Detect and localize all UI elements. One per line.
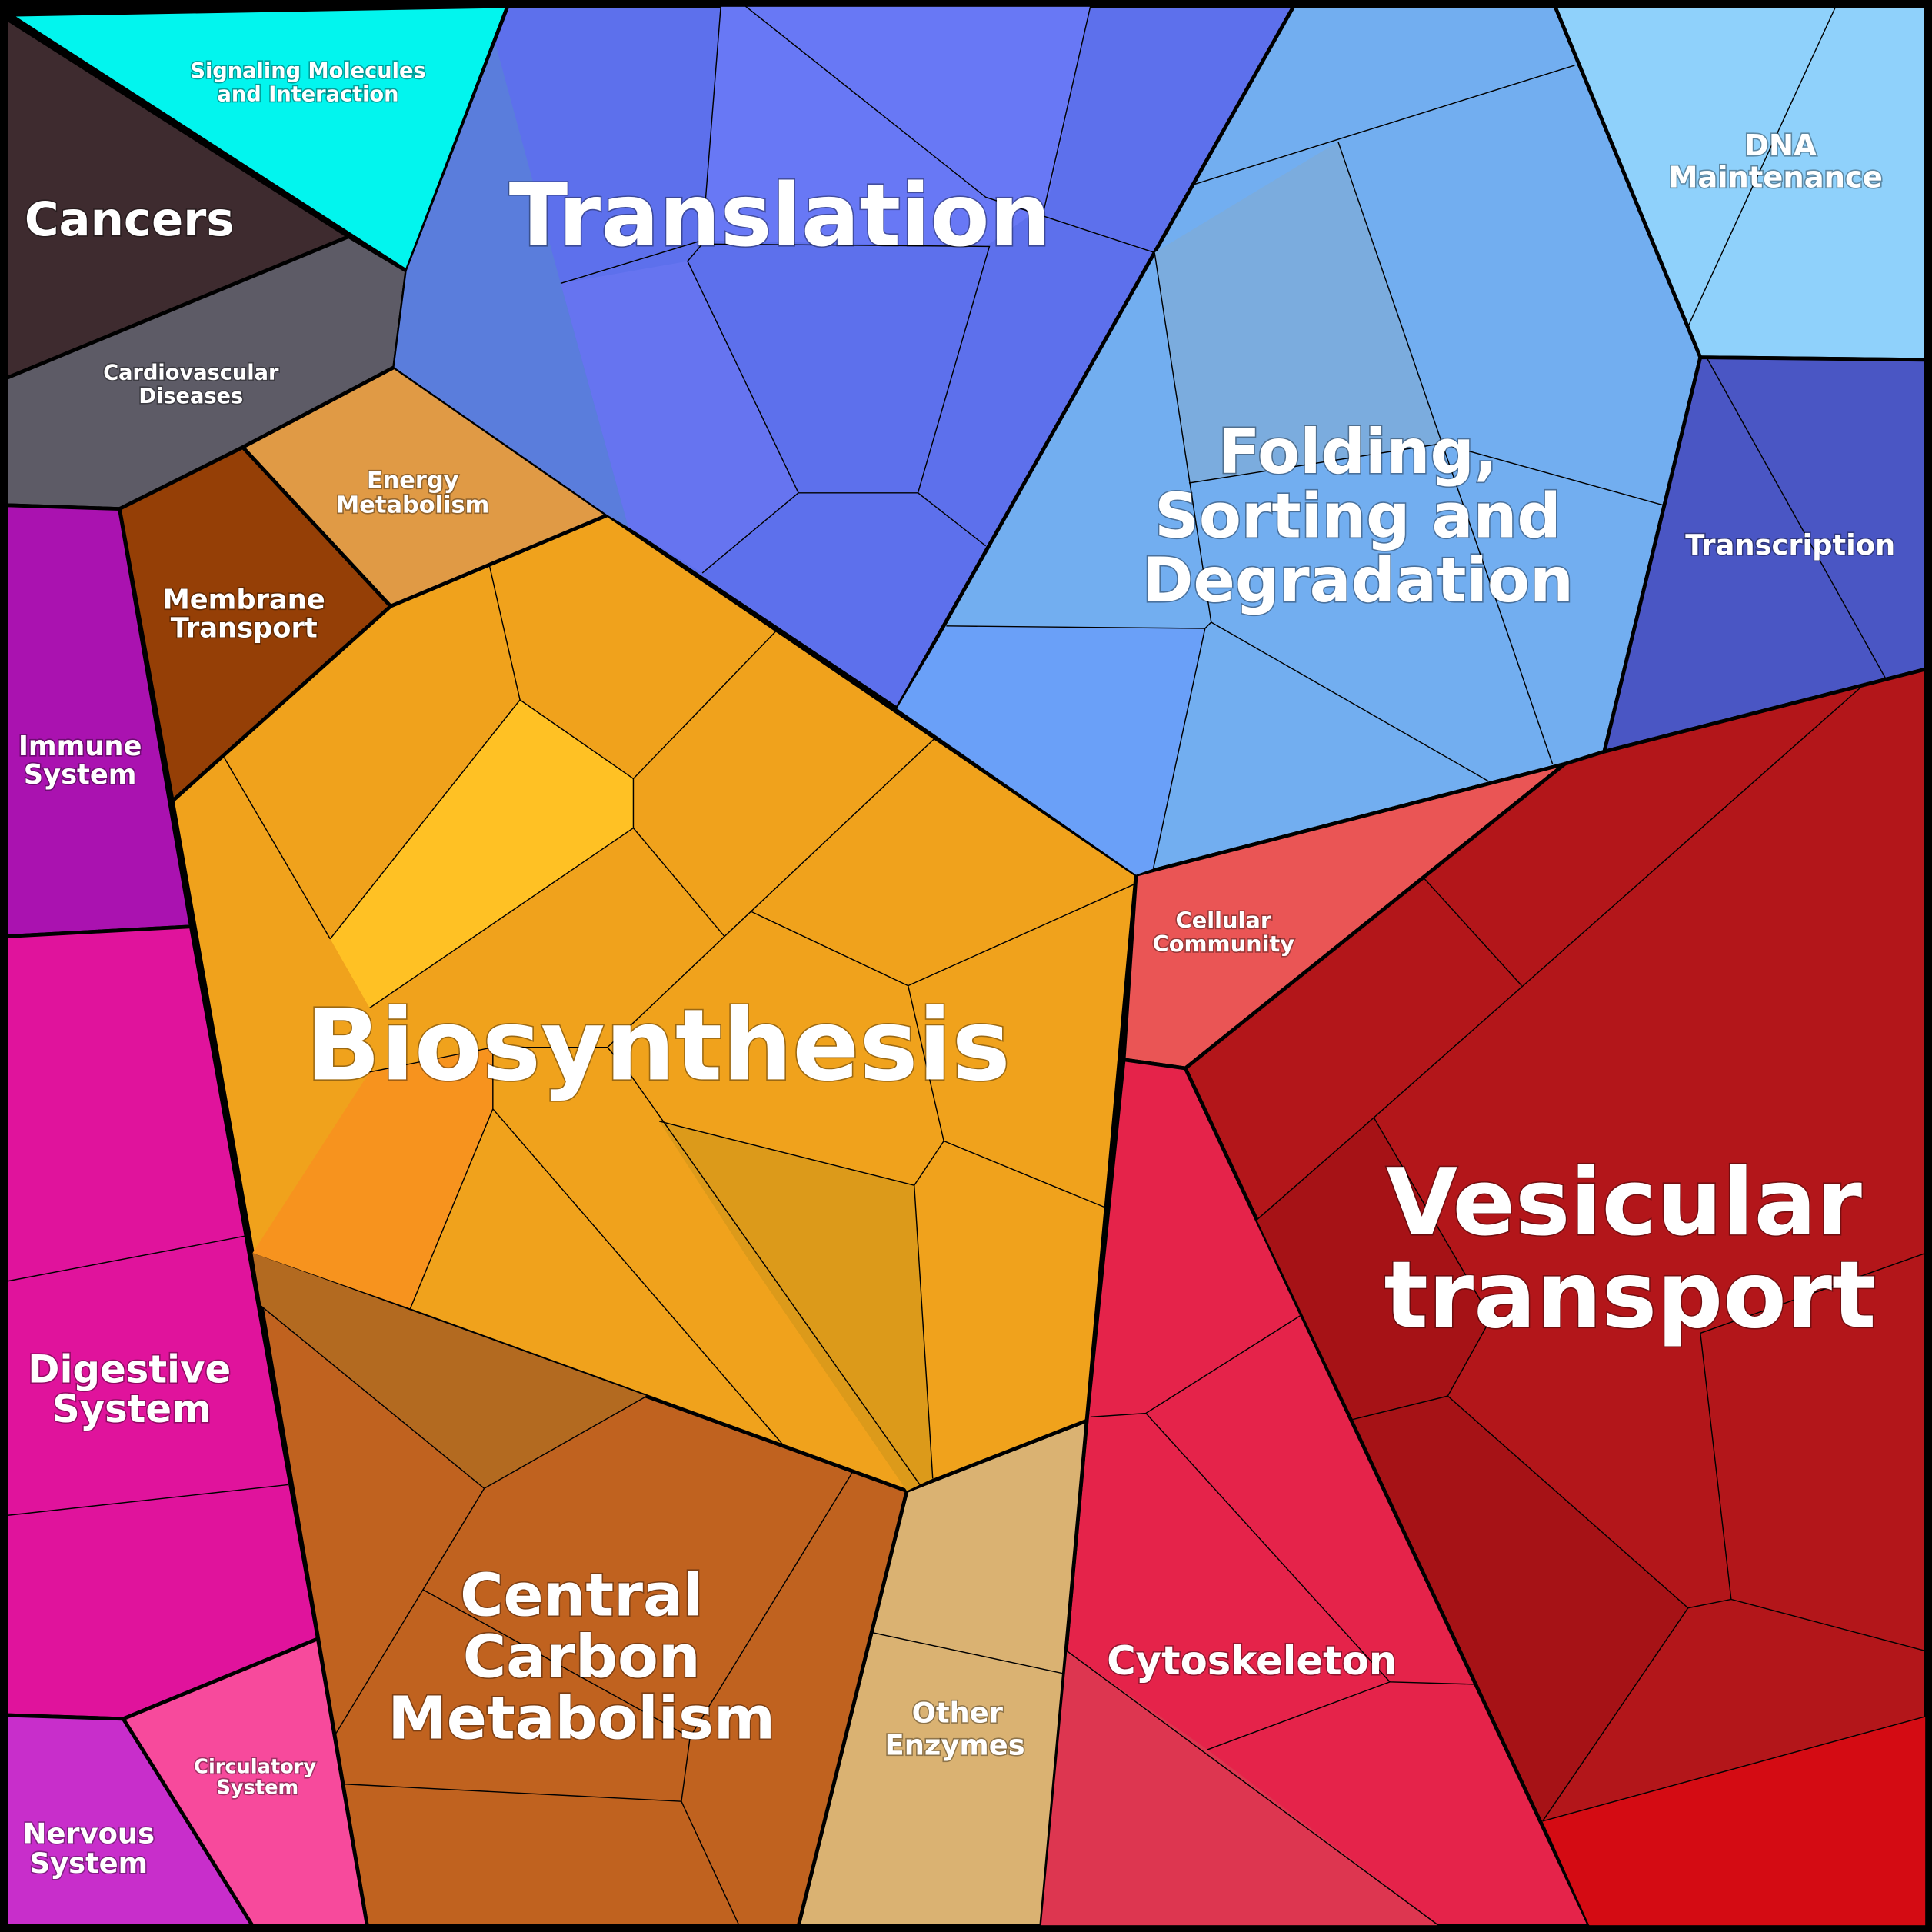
label-cytoskeleton: Cytoskeleton [1107,1638,1397,1684]
subcell [394,43,629,528]
label-biosynthesis: Biosynthesis [305,988,1011,1103]
subcell [560,261,799,573]
subcell [1353,1396,1688,1821]
subcell [252,1253,648,1489]
cell-membrane[interactable] [117,445,393,803]
subcell [897,625,1205,875]
subcell [252,1047,493,1309]
subcell [659,1121,933,1491]
subcell [1257,1118,1491,1420]
subcell [1154,142,1442,484]
subcell [1041,1651,1440,1926]
subcell [330,699,634,1008]
subcell-shading [252,6,1926,1926]
label-translation: Translation [509,166,1051,266]
subcell [1542,1716,1926,1926]
label-transcription: Transcription [1685,528,1895,561]
subcell-borders [5,5,1927,1927]
label-cancers: Cancers [25,192,235,247]
